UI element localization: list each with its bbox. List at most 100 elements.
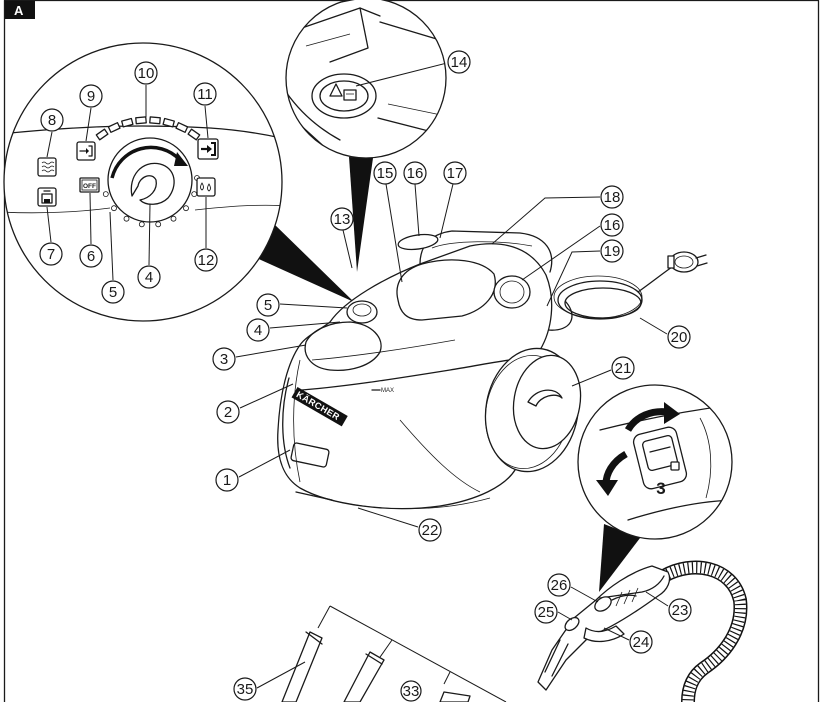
callout-7: 7 xyxy=(39,242,63,266)
callout-19: 19 xyxy=(600,239,624,263)
callout-23: 23 xyxy=(668,598,692,622)
callout-number: 17 xyxy=(447,165,464,182)
callout-number: 1 xyxy=(223,472,231,489)
figure-frame xyxy=(3,0,820,702)
steam-heater-icon xyxy=(37,157,57,177)
callout-number: 19 xyxy=(604,243,621,260)
callout-number: 4 xyxy=(145,269,153,286)
callout-25: 25 xyxy=(534,600,558,624)
callout-26: 26 xyxy=(547,573,571,597)
callout-number: 5 xyxy=(109,284,117,301)
callout-3: 3 xyxy=(212,347,236,371)
panel-label: A xyxy=(5,1,35,19)
callout-number: 33 xyxy=(403,683,420,700)
callout-number: 5 xyxy=(264,297,272,314)
floor-nozzle xyxy=(439,691,471,702)
callout-number: 3 xyxy=(220,351,228,368)
callout-number: 20 xyxy=(671,329,688,346)
callout-number: 18 xyxy=(604,189,621,206)
callout-number: 16 xyxy=(407,165,424,182)
led-indicator-bar xyxy=(95,116,201,141)
accessory-holder-side xyxy=(493,275,531,309)
steam-hose xyxy=(660,560,748,702)
rear-wheel xyxy=(484,347,582,473)
callout-number: 4 xyxy=(254,322,262,339)
filler-cap-inset: 14 xyxy=(285,0,471,159)
off-button-label: OFF xyxy=(83,183,96,190)
mains-plug xyxy=(667,251,708,273)
callout-18: 18 xyxy=(600,185,624,209)
gun-nozzle xyxy=(544,616,580,677)
tank-icon xyxy=(343,89,357,101)
rotate-down-arrow-icon xyxy=(596,450,628,496)
callout-number: 23 xyxy=(672,602,689,619)
boiler-icon xyxy=(37,187,57,207)
callout-number: 15 xyxy=(377,165,394,182)
callout-16-top: 16 xyxy=(403,161,427,185)
power-cord xyxy=(547,251,708,331)
callout-12: 12 xyxy=(194,248,218,272)
callout-number: 21 xyxy=(615,360,632,377)
lock-icon xyxy=(670,461,680,471)
callout-number: 6 xyxy=(87,248,95,265)
callout-24: 24 xyxy=(629,630,653,654)
panel-leader-lines xyxy=(46,85,209,281)
steam-cleaner-body: KÄRCHER MAX xyxy=(277,230,708,510)
callout-number: 9 xyxy=(87,88,95,105)
steam-start-icon xyxy=(76,141,96,161)
callout-number: 7 xyxy=(47,246,55,263)
filler-inset-pointer xyxy=(349,157,373,272)
callout-20: 20 xyxy=(667,325,691,349)
front-slot xyxy=(290,442,330,468)
callout-number: 16 xyxy=(604,217,621,234)
callout-6: 6 xyxy=(79,244,103,268)
callout-number: 22 xyxy=(422,522,439,539)
main-leader-lines xyxy=(235,183,669,689)
warning-triangle-icon xyxy=(329,83,343,97)
callout-number: 26 xyxy=(551,577,568,594)
callout-4: 4 xyxy=(246,318,270,342)
dial-direction-arrow xyxy=(110,145,182,179)
extension-tube-1 xyxy=(281,631,323,702)
callout-number: 11 xyxy=(197,86,213,103)
steam-dial xyxy=(102,137,200,228)
switch-level-label: 3 xyxy=(656,479,665,498)
callout-22: 22 xyxy=(418,518,442,542)
extension-tube-2 xyxy=(343,651,385,702)
steam-lever xyxy=(583,625,625,643)
callout-number: 24 xyxy=(633,634,650,651)
boiler-knob xyxy=(346,300,378,324)
callout-1: 1 xyxy=(215,468,239,492)
carry-handle-opening xyxy=(396,259,496,321)
panel-label-text: A xyxy=(14,3,24,18)
callout-4-inset: 4 xyxy=(137,265,161,289)
callout-10: 10 xyxy=(134,61,158,85)
callout-13: 13 xyxy=(330,207,354,231)
callout-35: 35 xyxy=(233,677,257,701)
steam-max-icon xyxy=(197,138,219,160)
callout-number: 12 xyxy=(198,252,215,269)
callout-number: 2 xyxy=(224,404,232,421)
accessory-holder-top xyxy=(397,233,439,251)
control-panel-inset: OFF 8 9 10 11 7 6 5 4 xyxy=(3,42,283,322)
steam-gun xyxy=(537,565,671,691)
callout-2: 2 xyxy=(216,400,240,424)
handle-inset-pointer xyxy=(599,524,640,592)
child-lock-switch xyxy=(594,596,612,612)
callout-number: 8 xyxy=(48,112,56,129)
callout-number: 13 xyxy=(334,211,351,228)
water-max-mark: MAX xyxy=(371,388,394,394)
off-button: OFF xyxy=(79,177,100,193)
filler-cap xyxy=(311,73,377,119)
accessories xyxy=(281,605,507,702)
callout-16-right: 16 xyxy=(600,213,624,237)
callout-14: 14 xyxy=(447,50,471,74)
callout-11: 11 xyxy=(193,82,217,106)
handle-switch-inset: 3 xyxy=(577,384,733,540)
max-mark-text: MAX xyxy=(381,388,394,394)
callout-number: 14 xyxy=(451,54,468,71)
callout-33: 33 xyxy=(400,680,422,702)
callout-15: 15 xyxy=(373,161,397,185)
callout-21: 21 xyxy=(611,356,635,380)
